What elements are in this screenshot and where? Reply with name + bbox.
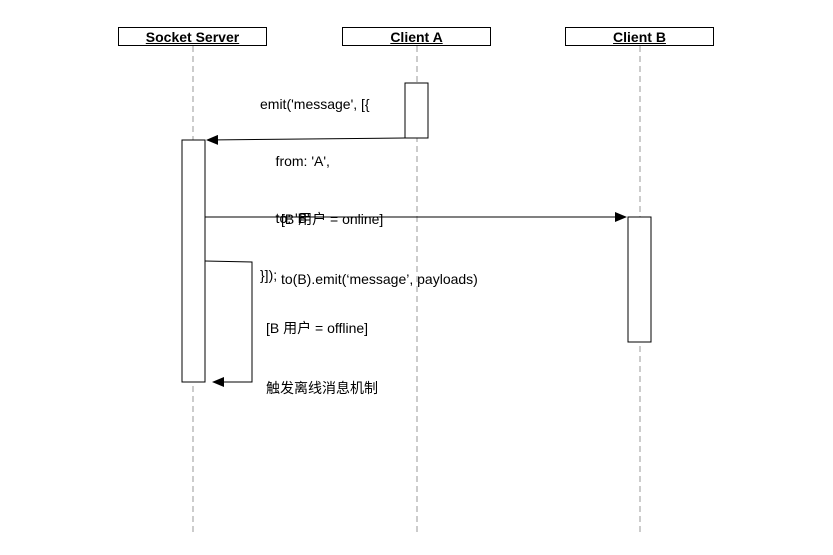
label-emit-line-4: }]); [260,267,278,283]
label-emit-line-3: to: 'B' [260,210,310,226]
activation-client-b [627,216,652,343]
activation-socket-server [181,139,206,383]
arrow-server-self [204,260,253,387]
label-emit-line-2: from: 'A', [260,153,330,169]
activation-client-a [404,82,429,139]
online-action: to(B).emit(‘message’, payloads) [281,271,478,287]
label-emit-line-1: emit('message', [{ [260,96,370,112]
label-client-a-emit: emit('message', [{ from: 'A', to: 'B' }]… [260,57,370,323]
label-offline-branch: [B 用户 = offline] 触发离线消息机制 [266,281,378,436]
offline-action: 触发离线消息机制 [266,380,378,396]
participant-socket-server: Socket Server [118,27,267,46]
participant-client-b: Client B [565,27,714,46]
offline-condition: [B 用户 = offline] [266,320,369,336]
label-online-branch: [B 用户 = online] to(B).emit(‘message’, pa… [281,172,478,327]
online-condition: [B 用户 = online] [281,211,384,227]
participant-client-a: Client A [342,27,491,46]
arrow-client-a-to-server [206,134,406,145]
